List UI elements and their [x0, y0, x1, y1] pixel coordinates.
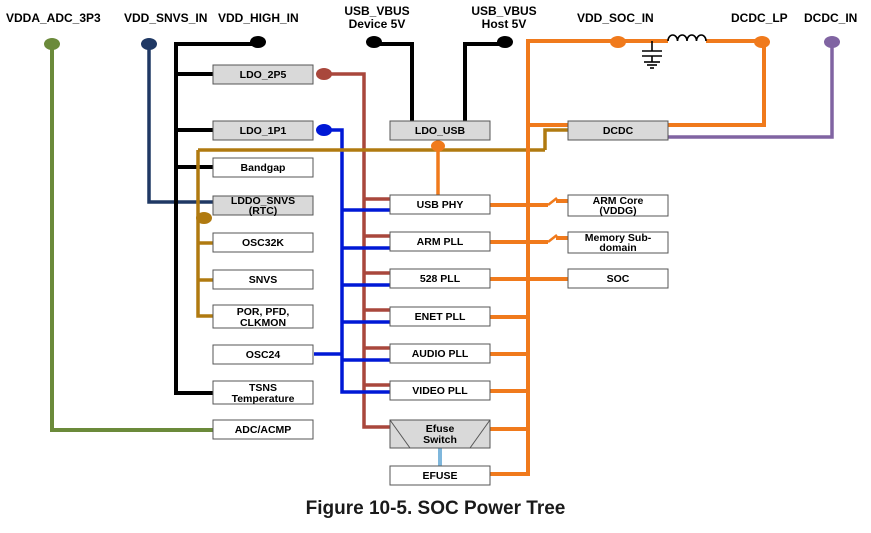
- dcdc-in-terminal-icon: [824, 36, 840, 48]
- blocks: [212, 64, 669, 486]
- usb-device-terminal-icon: [366, 36, 382, 48]
- vdd-snvs-in-label: VDD_SNVS_IN: [124, 11, 207, 25]
- usb-phy-box: [389, 194, 491, 215]
- ldo-usb-out-dot-icon: [431, 140, 445, 152]
- ldo-1p1-wire: [314, 128, 390, 394]
- terminal-dots: [44, 36, 840, 224]
- usb-vbus-host-label-1: USB_VBUS: [471, 4, 536, 18]
- power-switches: [547, 197, 558, 243]
- efuse-box: [389, 465, 491, 486]
- usb-phy-label: USB PHY: [417, 199, 464, 211]
- osc24-box: [212, 344, 314, 365]
- pll-528-label: 528 PLL: [420, 273, 461, 285]
- adc-acmp-box: [212, 419, 314, 440]
- vdd-high-terminal-icon: [250, 36, 266, 48]
- dcdc-box: [567, 120, 669, 141]
- por-box: [212, 304, 314, 329]
- bandgap-label: Bandgap: [241, 162, 286, 174]
- enet-pll-box: [389, 306, 491, 327]
- arm-core-label-1: ARM Core: [593, 195, 644, 207]
- arm-core-label-2: (VDDG): [599, 205, 636, 217]
- ldo-usb-label: LDO_USB: [415, 125, 466, 137]
- vdd-snvs-wire: [147, 44, 213, 204]
- tsns-box: [212, 380, 314, 405]
- vdda-adc-3p3-label: VDDA_ADC_3P3: [6, 11, 101, 25]
- usb-vbus-device-label-2: Device 5V: [349, 17, 406, 31]
- ldo-snvs-label-1: LDDO_SNVS: [231, 195, 295, 207]
- dcdc-in-wire: [668, 44, 834, 139]
- usb-host-terminal-icon: [497, 36, 513, 48]
- vdda-adc-terminal-icon: [44, 38, 60, 50]
- bandgap-wire: [196, 128, 568, 318]
- osc24-label: OSC24: [246, 349, 281, 361]
- enet-pll-label: ENET PLL: [415, 311, 466, 323]
- pll-528-box: [389, 268, 491, 289]
- ldo-snvs-label-2: (RTC): [249, 205, 278, 217]
- efuse-switch-label-2: Switch: [423, 434, 457, 446]
- audio-pll-box: [389, 343, 491, 364]
- adc-acmp-label: ADC/ACMP: [235, 424, 292, 436]
- snvs-label: SNVS: [249, 274, 278, 286]
- arm-pll-label: ARM PLL: [417, 236, 464, 248]
- memory-box: [567, 231, 669, 254]
- vdd-soc-wire: [490, 39, 766, 476]
- por-label-2: CLKMON: [240, 317, 286, 329]
- dcdc-lp-label: DCDC_LP: [731, 11, 788, 25]
- ldo-2p5-label: LDO_2P5: [240, 69, 287, 81]
- vdda-adc-wire: [50, 44, 213, 432]
- ldo-1p1-label: LDO_1P1: [240, 125, 287, 137]
- video-pll-label: VIDEO PLL: [412, 385, 468, 397]
- usb-vbus-wires: [374, 42, 505, 121]
- soc-label: SOC: [607, 273, 630, 285]
- efuse-label: EFUSE: [422, 470, 457, 482]
- dcdc-label: DCDC: [603, 125, 634, 137]
- video-pll-box: [389, 380, 491, 401]
- por-label-1: POR, PFD,: [237, 306, 290, 318]
- dcdc-lp-terminal-icon: [754, 36, 770, 48]
- bandgap-box: [212, 157, 314, 178]
- dcdc-in-label: DCDC_IN: [804, 11, 857, 25]
- inductor-icon: [667, 34, 707, 42]
- tsns-label-1: TSNS: [249, 382, 277, 394]
- ldo-usb-box: [389, 120, 491, 141]
- ldo-2p5-out-dot-icon: [316, 68, 332, 80]
- ldo-2p5-box: [212, 64, 314, 85]
- osc32k-box: [212, 232, 314, 253]
- efuse-switch-label-1: Efuse: [426, 423, 455, 435]
- ldo-1p1-box: [212, 120, 314, 141]
- memory-label-1: Memory Sub-: [585, 232, 652, 244]
- usb-vbus-device-label-1: USB_VBUS: [344, 4, 409, 18]
- ldo-2p5-wire: [324, 72, 390, 429]
- efuse-switch-mark-icon: [389, 419, 491, 449]
- snvs-box: [212, 269, 314, 290]
- osc32k-label: OSC32K: [242, 237, 284, 249]
- vdd-soc-terminal-icon: [610, 36, 626, 48]
- memory-label-2: domain: [599, 242, 636, 254]
- arm-core-box: [567, 194, 669, 217]
- usb-vbus-host-label-2: Host 5V: [482, 17, 527, 31]
- ldo-snvs-box: [212, 195, 314, 216]
- figure-caption: Figure 10-5. SOC Power Tree: [305, 498, 566, 519]
- tsns-label-2: Temperature: [232, 393, 295, 405]
- arm-pll-box: [389, 231, 491, 252]
- ldo-snvs-out-dot-icon: [196, 212, 212, 224]
- ldo-1p1-out-dot-icon: [316, 124, 332, 136]
- audio-pll-label: AUDIO PLL: [412, 348, 469, 360]
- soc-box: [567, 268, 669, 289]
- vdd-high-wire: [174, 42, 258, 395]
- vdd-high-in-label: VDD_HIGH_IN: [218, 11, 299, 25]
- vdd-soc-in-label: VDD_SOC_IN: [577, 11, 654, 25]
- vdd-snvs-terminal-icon: [141, 38, 157, 50]
- capacitor-ground-icon: [642, 41, 662, 69]
